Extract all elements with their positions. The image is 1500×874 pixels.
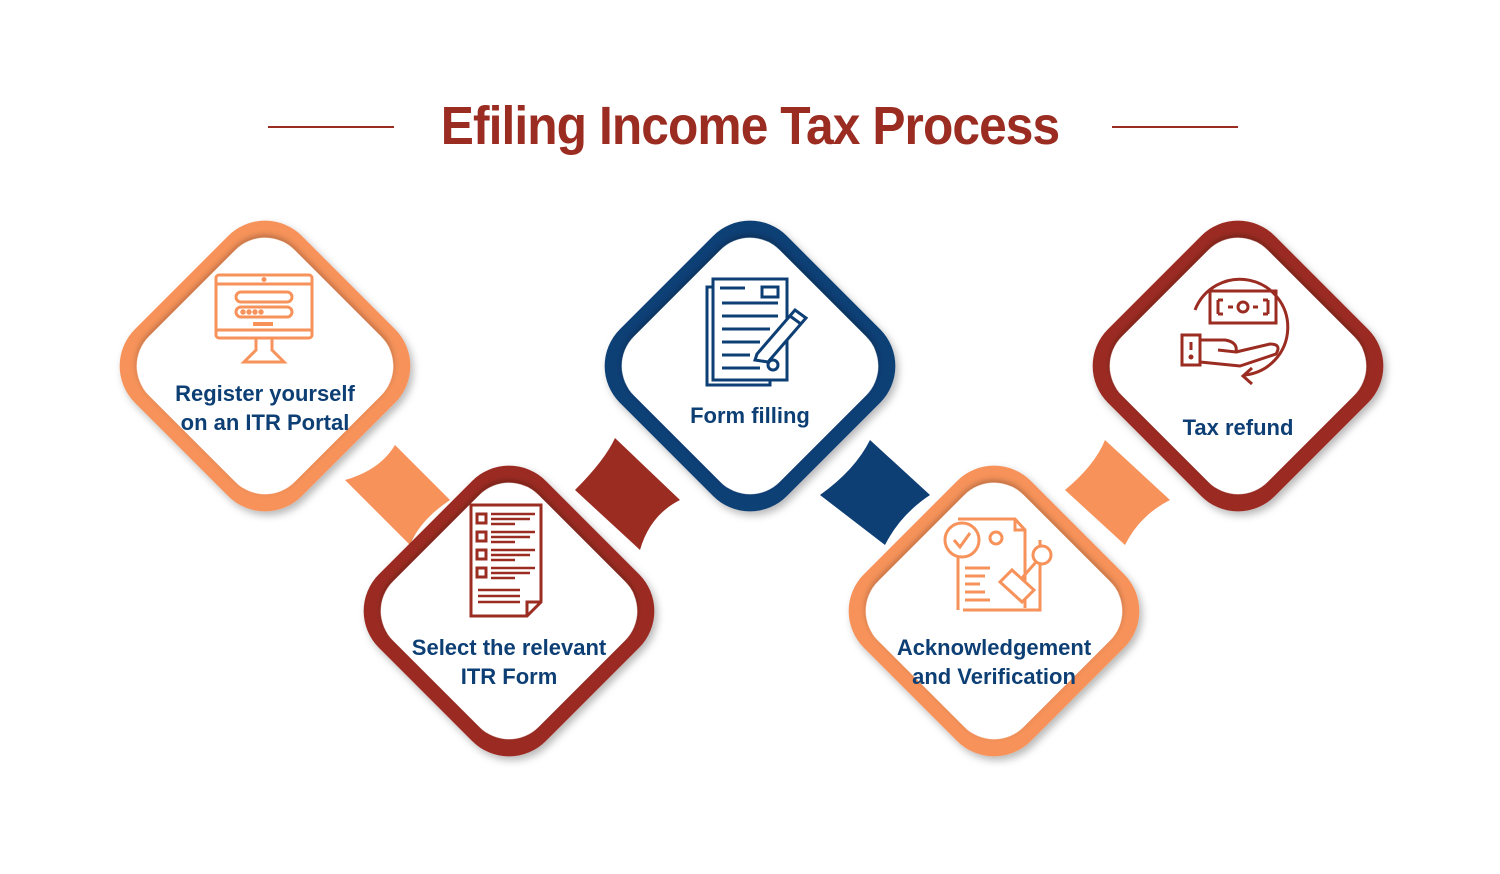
step-5-label: Tax refund [1108,413,1368,442]
step-3-label: Form filling [620,401,880,430]
step-3-label-line1: Form filling [690,403,810,428]
step-1-label: Register yourself on an ITR Portal [135,379,395,437]
header: Efiling Income Tax Process [0,88,1500,168]
step-2-diamond [363,465,655,757]
step-4-label-line2: and Verification [912,664,1076,689]
step-2-label-line1: Select the relevant [411,635,607,660]
money-refund-hand-icon [1180,277,1290,386]
connector-1-2 [345,445,450,545]
checklist-document-icon [469,503,543,618]
step-5-label-line1: Tax refund [1182,415,1294,440]
step-2-label: Select the relevant ITR Form [379,633,639,691]
step-4-label: Acknowledgement and Verification [864,633,1124,691]
step-4-label-line1: Acknowledgement [896,635,1092,660]
computer-login-icon [214,273,314,364]
connector-3-4 [820,440,930,545]
connector-2-3 [575,438,680,550]
connector-4-5 [1065,440,1170,545]
title-rule-right [1112,126,1238,128]
title-rule-left [268,126,394,128]
stamp-approval-icon [943,517,1053,612]
step-1-label-line2: on an ITR Portal [180,410,350,435]
step-2-label-line2: ITR Form [460,664,558,689]
step-1-label-line1: Register yourself [175,381,355,406]
document-pencil-icon [705,277,809,387]
page-title: Efiling Income Tax Process [440,96,1060,156]
step-3-diamond [604,220,896,512]
step-1-diamond [119,220,411,512]
